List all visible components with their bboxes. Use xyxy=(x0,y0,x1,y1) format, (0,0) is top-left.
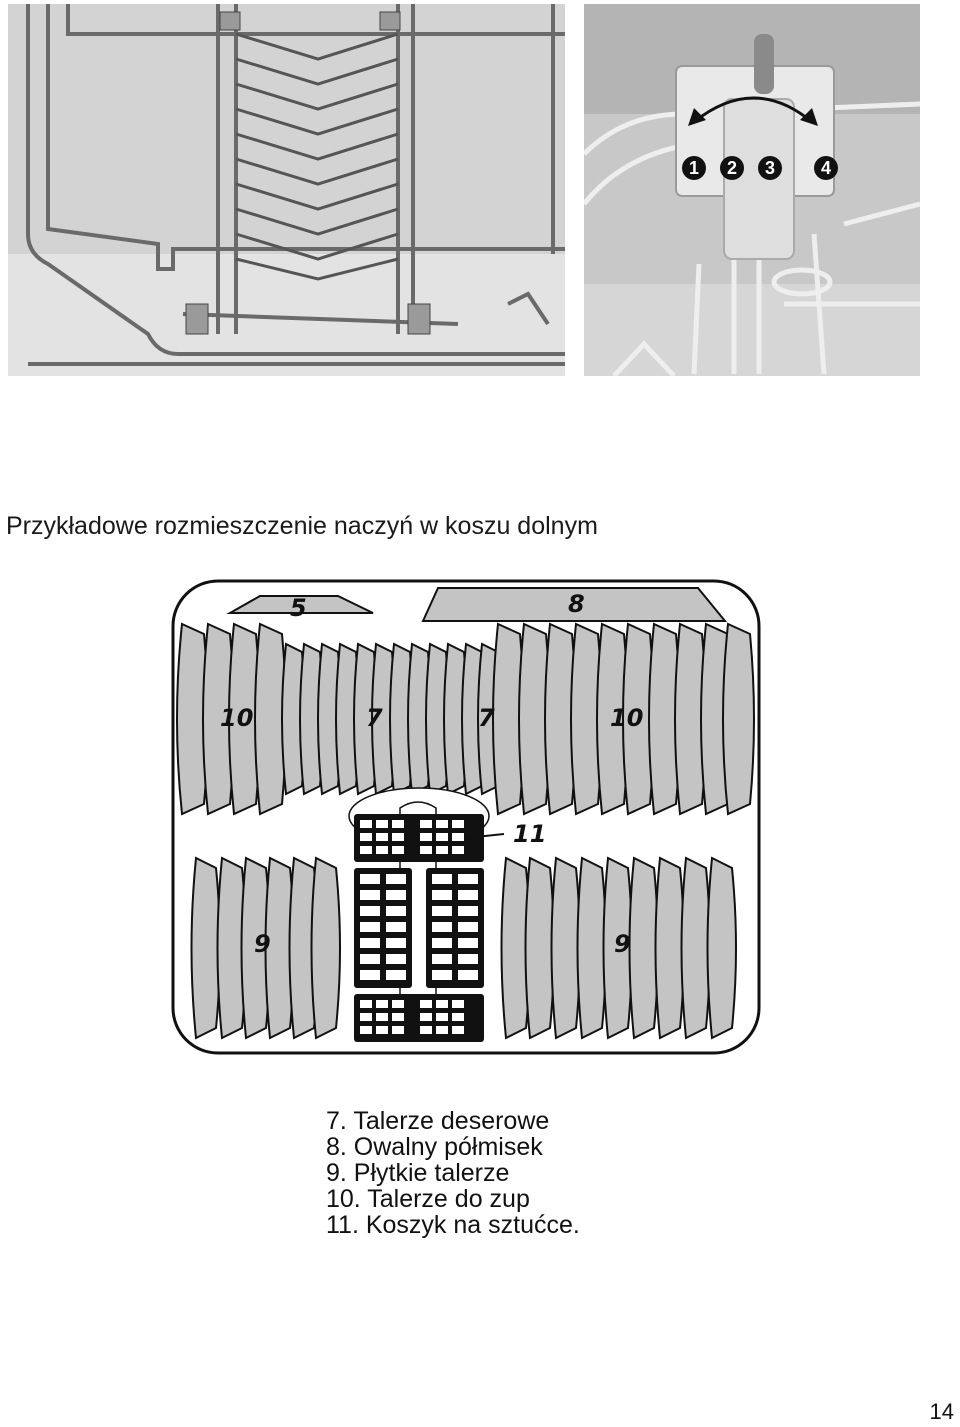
label-9-left: 9 xyxy=(254,930,271,958)
legend-item: 7. Talerze deserowe xyxy=(326,1107,550,1135)
label-11: 11 xyxy=(513,820,546,848)
legend-item: 10. Talerze do zup xyxy=(326,1185,530,1213)
page-number: 14 xyxy=(929,1399,954,1424)
clip-illustration xyxy=(584,4,920,376)
cutlery-basket xyxy=(348,787,505,1042)
clip-photo-right: 1 2 3 4 xyxy=(584,4,920,376)
dessert-plates xyxy=(281,643,502,795)
marker-2: 2 xyxy=(720,156,744,180)
label-5: 5 xyxy=(290,594,307,622)
legend-item: 11. Koszyk na sztućce. xyxy=(326,1211,580,1239)
rack-photo-left xyxy=(8,4,565,376)
label-9-right: 9 xyxy=(614,930,631,958)
platter-8 xyxy=(421,587,728,622)
section-caption: Przykładowe rozmieszczenie naczyń w kosz… xyxy=(6,512,598,540)
label-7-right: 7 xyxy=(478,704,495,732)
marker-3: 3 xyxy=(758,156,782,180)
marker-1: 1 xyxy=(682,156,706,180)
label-10-left: 10 xyxy=(220,704,253,732)
basket-layout-svg: 5 8 10 7 7 10 11 9 9 xyxy=(171,579,761,1055)
label-10-right: 10 xyxy=(610,704,643,732)
label-7-left: 7 xyxy=(366,704,383,732)
legend-list: 7. Talerze deserowe 8. Owalny półmisek 9… xyxy=(326,1108,580,1238)
lower-basket-diagram: 5 8 10 7 7 10 11 9 9 xyxy=(168,576,768,1060)
rack-wire-illustration xyxy=(8,4,565,376)
legend-item: 8. Owalny półmisek xyxy=(326,1133,543,1161)
marker-4: 4 xyxy=(814,156,838,180)
label-8: 8 xyxy=(568,590,585,618)
legend-item: 9. Płytkie talerze xyxy=(326,1159,510,1187)
plate-5 xyxy=(226,595,374,614)
